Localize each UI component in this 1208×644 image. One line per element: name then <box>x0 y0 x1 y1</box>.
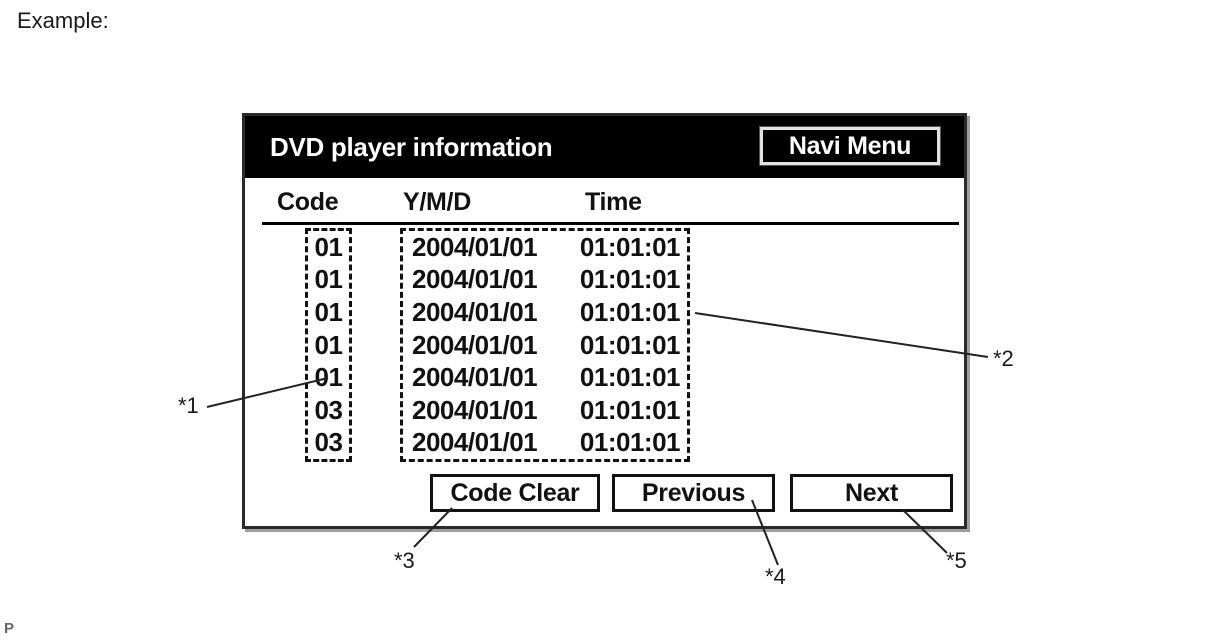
code-cell: 01 <box>314 231 343 262</box>
time-cell: 01:01:01 <box>579 427 681 458</box>
code-cell: 03 <box>314 427 343 458</box>
date-cell: 2004/01/01 <box>412 362 538 393</box>
time-cell: 01:01:01 <box>579 329 681 360</box>
page-marker: P <box>4 620 15 637</box>
header-divider <box>262 222 959 225</box>
time-cell: 01:01:01 <box>579 264 681 295</box>
dvd-player-information-screen: DVD player information Navi Menu Code Y/… <box>242 113 967 529</box>
table-row: 2004/01/01 01:01:01 <box>403 231 687 264</box>
time-cell: 01:01:01 <box>579 394 681 425</box>
date-cell: 2004/01/01 <box>412 296 538 327</box>
code-cell: 01 <box>314 362 343 393</box>
time-cell: 01:01:01 <box>579 231 681 262</box>
table-row: 2004/01/01 01:01:01 <box>403 329 687 362</box>
date-cell: 2004/01/01 <box>412 264 538 295</box>
callout-2: *2 <box>993 346 1014 371</box>
code-cell: 01 <box>314 296 343 327</box>
callout-1: *1 <box>178 393 199 418</box>
column-header-ymd: Y/M/D <box>403 188 471 216</box>
table-row: 2004/01/01 01:01:01 <box>403 264 687 297</box>
date-cell: 2004/01/01 <box>412 394 538 425</box>
table-row: 2004/01/01 01:01:01 <box>403 394 687 427</box>
code-cell: 03 <box>314 394 343 425</box>
next-button[interactable]: Next <box>790 474 953 512</box>
time-cell: 01:01:01 <box>579 296 681 327</box>
table-row: 2004/01/01 01:01:01 <box>403 426 687 459</box>
example-label: Example: <box>17 8 109 33</box>
screen-title: DVD player information <box>270 131 553 162</box>
callout-5: *5 <box>946 548 967 573</box>
time-cell: 01:01:01 <box>579 362 681 393</box>
date-cell: 2004/01/01 <box>412 329 538 360</box>
date-cell: 2004/01/01 <box>412 427 538 458</box>
table-row: 2004/01/01 01:01:01 <box>403 361 687 394</box>
column-header-code: Code <box>277 188 339 216</box>
date-cell: 2004/01/01 <box>412 231 538 262</box>
table-row: 2004/01/01 01:01:01 <box>403 296 687 329</box>
code-clear-button[interactable]: Code Clear <box>430 474 600 512</box>
callout-3: *3 <box>394 548 415 573</box>
callout-4: *4 <box>765 564 786 589</box>
code-cell: 01 <box>314 329 343 360</box>
title-bar: DVD player information Navi Menu <box>245 116 964 178</box>
navi-menu-button[interactable]: Navi Menu <box>759 126 941 166</box>
previous-button[interactable]: Previous <box>612 474 775 512</box>
code-cell: 01 <box>314 264 343 295</box>
column-header-time: Time <box>585 188 642 216</box>
